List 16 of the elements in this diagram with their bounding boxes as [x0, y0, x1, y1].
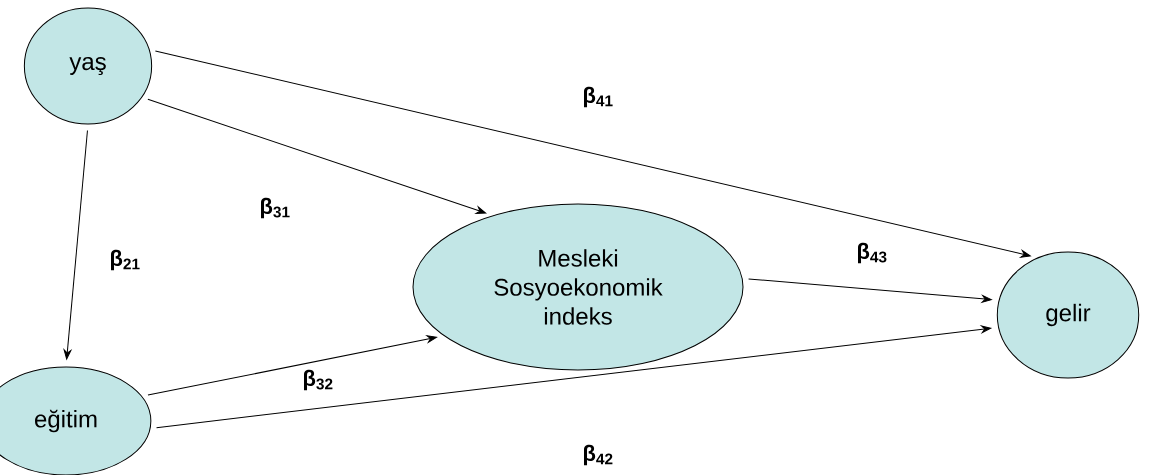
- arrow: [156, 325, 992, 429]
- edge-label: β$_{32}$: [301, 368, 335, 392]
- edge-label: β$_{41}$: [581, 85, 615, 109]
- arrow: [63, 130, 88, 360]
- arrow: [147, 335, 437, 396]
- ellipse-node: eğitim: [0, 366, 152, 475]
- ellipse-node: Mesleki Sosyoekonomik indeks: [412, 203, 744, 371]
- edge-label: β$_{43}$: [855, 241, 889, 265]
- arrow: [147, 98, 487, 214]
- edge-label: β$_{21}$: [108, 248, 142, 272]
- edge-label: β$_{31}$: [258, 196, 292, 220]
- ellipse-node: yaş: [23, 7, 153, 125]
- ellipse-node: gelir: [996, 251, 1140, 379]
- arrow: [748, 278, 992, 303]
- edge-label: β$_{42}$: [581, 443, 615, 467]
- arrow: [154, 50, 1031, 258]
